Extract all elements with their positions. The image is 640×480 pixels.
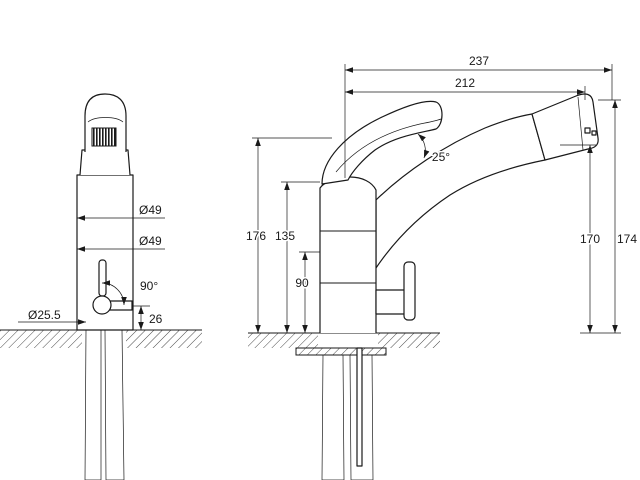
side-label-total-height: 176 xyxy=(246,229,266,243)
side-counter-hole xyxy=(318,333,378,348)
side-spout-nozzle-outlet-2 xyxy=(591,130,597,136)
side-mounting-rod xyxy=(356,347,363,467)
front-valve-rod xyxy=(109,300,133,311)
front-valve-knob xyxy=(92,295,112,315)
side-label-lever-angle: 25° xyxy=(432,150,450,164)
front-hose-left xyxy=(84,329,102,480)
front-label-base-diameter: Ø25.5 xyxy=(28,308,61,322)
side-dim-arc-lever-angle xyxy=(417,133,430,159)
side-hose-left xyxy=(321,354,345,480)
front-aerator-grille xyxy=(91,127,117,147)
front-handle-contour xyxy=(87,117,124,123)
side-mounting-plate xyxy=(295,347,387,356)
side-valve-handle xyxy=(403,261,416,321)
side-label-spout-height: 170 xyxy=(580,232,600,246)
side-body-column xyxy=(319,176,377,333)
side-spout-head xyxy=(531,93,599,161)
side-lever-contour xyxy=(335,118,442,173)
front-counter-hole xyxy=(82,330,126,348)
side-valve-body xyxy=(375,289,407,315)
front-label-angle: 90° xyxy=(140,279,158,293)
front-view: Ø49 Ø49 90° Ø25.5 26 xyxy=(0,93,202,480)
side-label-spout-length: 212 xyxy=(455,76,475,90)
front-dim-arc-angle xyxy=(101,280,127,306)
side-spout-nozzle-outlet-1 xyxy=(584,127,591,134)
front-hose-right xyxy=(104,329,125,480)
side-label-body-height: 135 xyxy=(275,229,295,243)
front-label-diameter-lower: Ø49 xyxy=(139,234,162,248)
side-hose-right xyxy=(349,354,374,480)
side-view: 237 212 25° 176 135 90 170 174 xyxy=(244,53,639,480)
front-label-base-height: 26 xyxy=(149,312,163,326)
front-body-neck xyxy=(79,149,131,176)
side-label-valve-height: 90 xyxy=(295,276,309,290)
side-label-overall-height: 174 xyxy=(617,232,637,246)
front-label-diameter-upper: Ø49 xyxy=(139,203,162,217)
side-lever-handle xyxy=(321,100,443,185)
side-spout-nozzle-divider xyxy=(577,96,584,151)
front-valve-stem xyxy=(98,259,107,297)
side-label-total-length: 237 xyxy=(469,54,489,68)
